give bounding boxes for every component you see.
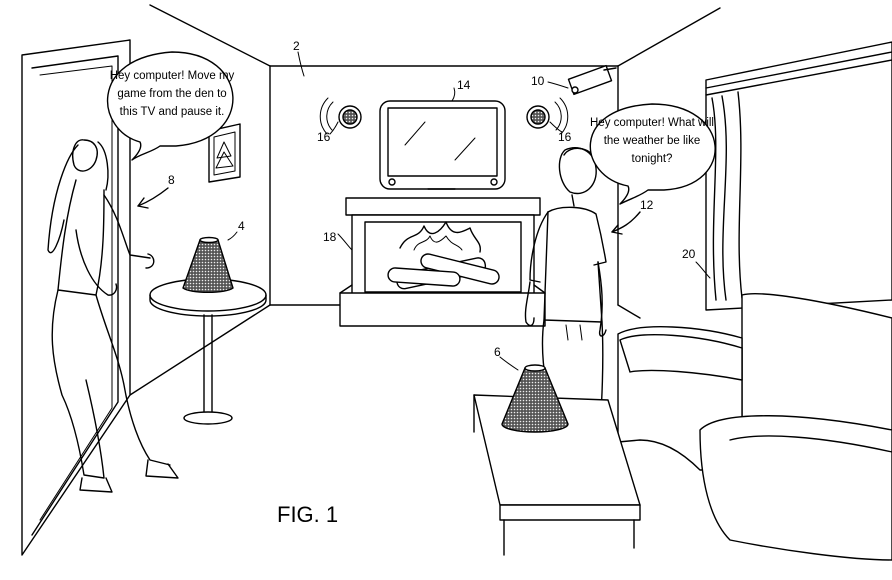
wall-picture	[208, 123, 241, 183]
arrow-8	[137, 187, 169, 209]
fire-logs	[387, 221, 500, 290]
television	[379, 100, 506, 190]
wall-speaker-left	[319, 97, 362, 135]
ref-20: 20	[682, 247, 696, 261]
ref-16-left: 16	[317, 130, 331, 144]
ref-6: 6	[494, 345, 501, 359]
ref-4: 4	[238, 219, 245, 233]
speech-bubble-left: Hey computer! Move my game from the den …	[106, 51, 235, 161]
room-walls	[129, 4, 721, 396]
bubble-right-line-2: the weather be like	[604, 135, 701, 147]
smart-speaker-coffee	[501, 364, 569, 433]
wall-speaker-right	[526, 97, 569, 135]
bubble-left-line-3: this TV and pause it.	[120, 106, 225, 118]
speech-bubble-right: Hey computer! What will the weather be l…	[589, 103, 716, 205]
ref-18: 18	[323, 230, 337, 244]
ref-16-right: 16	[558, 130, 572, 144]
bubble-right-line-3: tonight?	[632, 153, 673, 165]
reference-numerals: 2 4 6 8 10 12 14 16 16 18 20	[168, 39, 696, 359]
arrow-12	[611, 211, 641, 235]
figure-caption: FIG. 1	[277, 502, 338, 527]
ref-8: 8	[168, 173, 175, 187]
bubble-left-line-1: Hey computer! Move my	[110, 70, 235, 82]
ref-14: 14	[457, 78, 471, 92]
ref-12: 12	[640, 198, 654, 212]
ref-10: 10	[531, 74, 545, 88]
bubble-left-line-2: game from the den to	[117, 88, 226, 100]
leader-lines	[227, 51, 711, 371]
bubble-right-line-1: Hey computer! What will	[590, 117, 714, 129]
ref-2: 2	[293, 39, 300, 53]
window	[705, 41, 892, 311]
side-table	[149, 278, 267, 425]
woman-figure	[47, 139, 179, 493]
camera	[567, 64, 617, 96]
smart-speaker-table	[182, 236, 234, 294]
doorway	[21, 39, 131, 556]
sofa	[617, 293, 892, 561]
